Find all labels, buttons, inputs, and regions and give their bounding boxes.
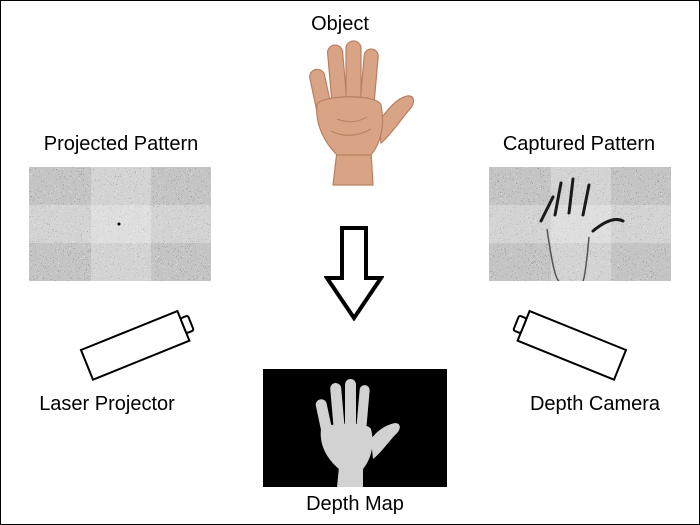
captured-pattern-label: Captured Pattern — [502, 133, 656, 155]
projected-pattern-label: Projected Pattern — [43, 133, 199, 155]
laser-projector-label: Laser Projector — [39, 393, 175, 415]
laser-projector-icon — [79, 309, 195, 381]
depth-camera-icon — [512, 309, 628, 381]
captured-pattern-image — [489, 167, 671, 281]
hand-photo — [309, 40, 414, 186]
down-arrow-icon — [324, 226, 384, 321]
depth-camera-label: Depth Camera — [529, 393, 661, 415]
depth-map-label: Depth Map — [306, 493, 404, 515]
projected-pattern-image — [29, 167, 211, 281]
object-label: Object — [311, 13, 369, 35]
depth-map-image — [263, 369, 447, 487]
